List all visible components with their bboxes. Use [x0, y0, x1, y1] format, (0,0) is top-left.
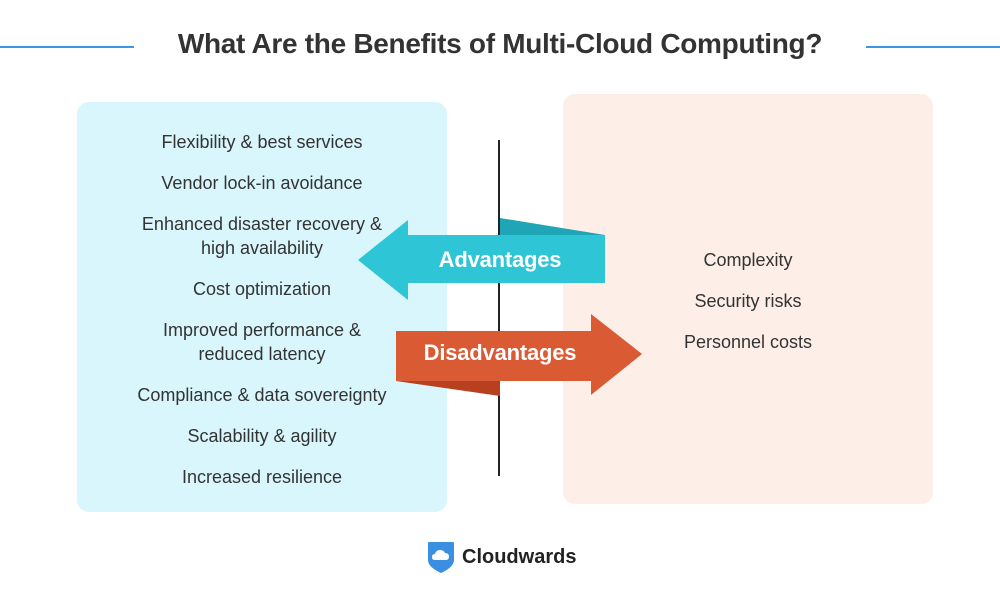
title-divider-right	[866, 46, 1000, 48]
advantage-item: Cost optimization	[192, 279, 332, 299]
disadvantage-item: Complexity	[703, 250, 793, 270]
title-row: What Are the Benefits of Multi-Cloud Com…	[0, 20, 1000, 72]
advantage-item: Flexibility & best services	[161, 132, 363, 152]
advantages-label: Advantages	[438, 247, 562, 272]
cloud-shield-icon	[428, 542, 454, 573]
advantages-arrow	[358, 220, 605, 300]
disadvantages-arrow	[396, 314, 642, 395]
advantage-item: Improved performance & reduced latency	[162, 320, 362, 364]
advantage-item: Enhanced disaster recovery & high availa…	[141, 214, 383, 258]
center-divider	[498, 140, 500, 476]
advantages-list: Flexibility & best services Vendor lock-…	[77, 130, 447, 506]
advantage-item: Increased resilience	[181, 467, 343, 487]
disadvantages-panel: Complexity Security risks Personnel cost…	[563, 94, 933, 504]
page-title: What Are the Benefits of Multi-Cloud Com…	[177, 28, 823, 59]
disadvantages-label: Disadvantages	[423, 340, 577, 365]
title-divider-left	[0, 46, 134, 48]
advantage-item: Vendor lock-in avoidance	[161, 173, 363, 193]
advantages-panel: Flexibility & best services Vendor lock-…	[77, 102, 447, 512]
disadvantage-item: Security risks	[694, 291, 802, 311]
brand-name: Cloudwards	[462, 546, 577, 568]
advantage-item: Compliance & data sovereignty	[137, 385, 387, 405]
disadvantages-list: Complexity Security risks Personnel cost…	[563, 248, 933, 371]
advantage-item: Scalability & agility	[187, 426, 337, 446]
disadvantage-item: Personnel costs	[683, 332, 813, 352]
